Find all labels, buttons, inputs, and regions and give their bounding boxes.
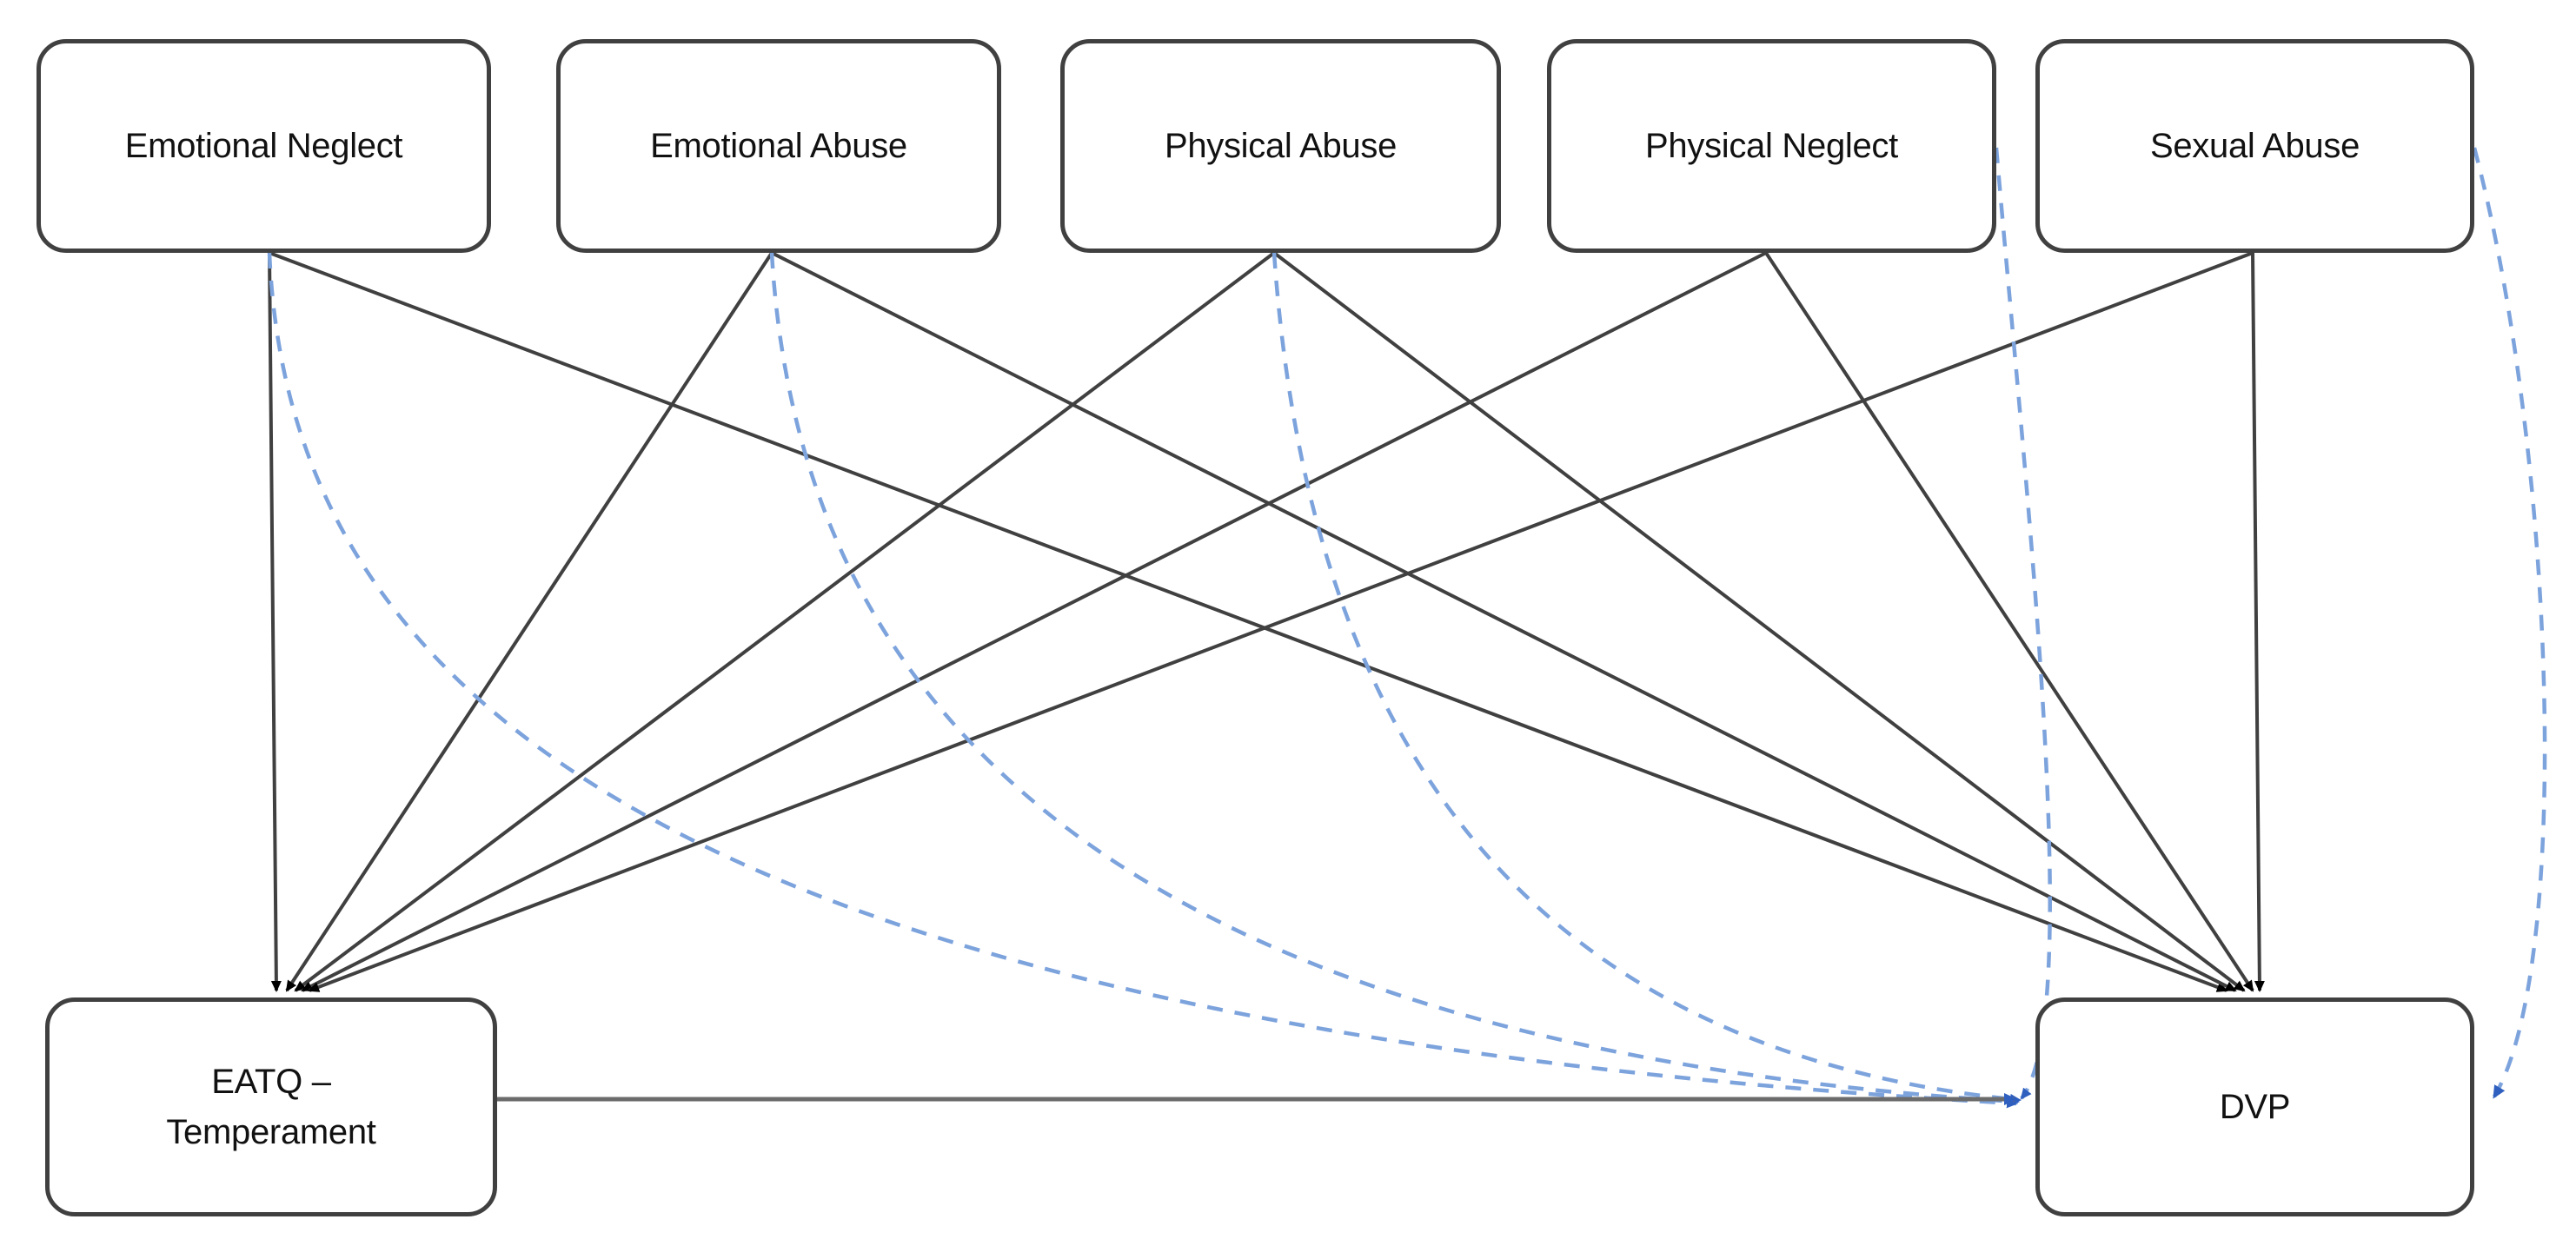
- edge-physical-neglect-dvp: [1764, 251, 2254, 992]
- node-sexual-abuse[interactable]: Sexual Abuse: [2035, 39, 2474, 253]
- edges-to-dvp: [269, 251, 2265, 992]
- edge-physical-abuse-dvp: [1272, 251, 2246, 992]
- node-emotional-abuse[interactable]: Emotional Abuse: [556, 39, 1001, 253]
- edge-sexual-abuse-eatq: [308, 251, 2254, 992]
- node-label-dvp: DVP: [2219, 1088, 2291, 1126]
- edge-dashed-sexual-abuse-dvp: [2472, 147, 2547, 1099]
- node-label-eatq-line2: Temperament: [166, 1113, 376, 1151]
- edge-dashed-emotional-neglect-dvp: [267, 252, 2018, 1109]
- node-label-emotional-abuse: Emotional Abuse: [650, 127, 907, 165]
- edge-emotional-neglect-eatq: [268, 252, 282, 992]
- node-label-physical-abuse: Physical Abuse: [1164, 127, 1398, 165]
- node-emotional-neglect[interactable]: Emotional Neglect: [37, 39, 491, 253]
- node-label-eatq-temperament: EATQ – Temperament: [154, 1057, 388, 1157]
- edge-sexual-abuse-dvp: [2251, 252, 2265, 992]
- edge-dashed-physical-neglect-dvp: [1994, 147, 2052, 1100]
- node-label-emotional-neglect: Emotional Neglect: [124, 127, 403, 165]
- edge-emotional-abuse-eatq: [285, 251, 773, 992]
- node-physical-abuse[interactable]: Physical Abuse: [1060, 39, 1501, 253]
- edge-emotional-neglect-dvp: [269, 251, 2228, 992]
- edges-dashed-to-dvp: [267, 147, 2547, 1109]
- edge-physical-neglect-eatq: [301, 251, 1767, 992]
- edges-to-eatq: [268, 251, 2254, 992]
- node-label-physical-neglect: Physical Neglect: [1645, 127, 1898, 165]
- node-eatq-temperament[interactable]: EATQ – Temperament: [45, 997, 497, 1216]
- edge-physical-abuse-eatq: [294, 251, 1276, 992]
- node-dvp[interactable]: DVP: [2035, 997, 2474, 1216]
- node-label-sexual-abuse: Sexual Abuse: [2149, 127, 2360, 165]
- edge-emotional-abuse-dvp: [771, 251, 2237, 992]
- node-physical-neglect[interactable]: Physical Neglect: [1547, 39, 1996, 253]
- edge-dashed-physical-abuse-dvp: [1271, 252, 2022, 1104]
- node-label-eatq-line1: EATQ –: [211, 1063, 331, 1101]
